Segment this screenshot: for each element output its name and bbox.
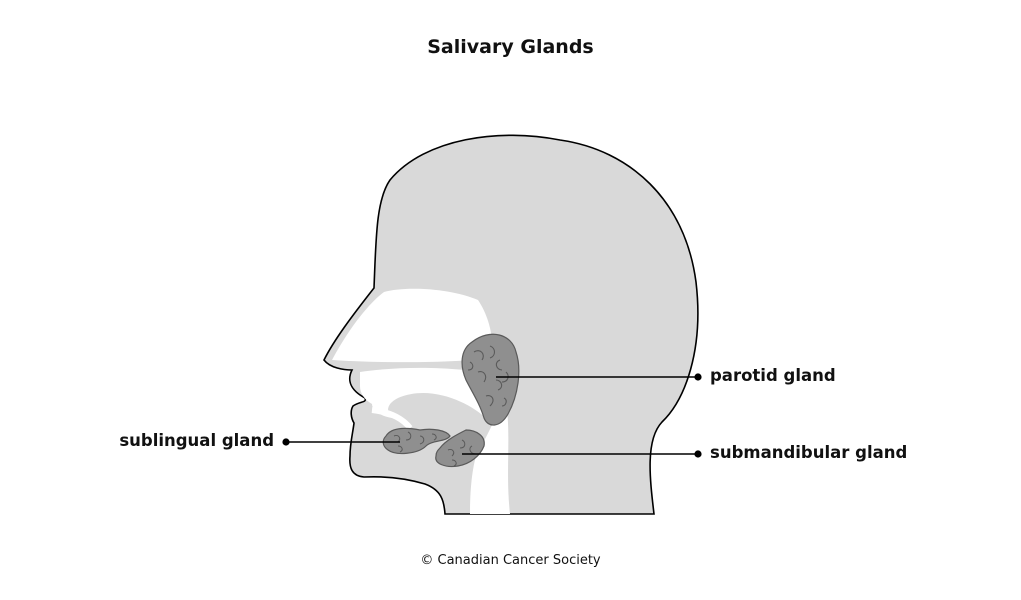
submandibular-gland: [435, 429, 485, 468]
tongue-line: [371, 407, 413, 430]
nasal-cavity: [332, 288, 492, 363]
copyright-credit: © Canadian Cancer Society: [420, 553, 601, 568]
label-parotid-gland: parotid gland: [710, 366, 836, 385]
parotid-gland: [461, 333, 520, 426]
label-submandibular-gland: submandibular gland: [710, 443, 908, 462]
leader-line-sublingual: [282, 438, 400, 446]
sublingual-gland: [382, 427, 451, 455]
label-sublingual-gland: sublingual gland: [119, 431, 274, 450]
leader-line-parotid: [496, 373, 702, 381]
head-silhouette: [323, 134, 699, 515]
throat-passage: [470, 398, 510, 514]
diagram-title: Salivary Glands: [427, 36, 594, 58]
leader-line-submandibular: [462, 450, 702, 458]
